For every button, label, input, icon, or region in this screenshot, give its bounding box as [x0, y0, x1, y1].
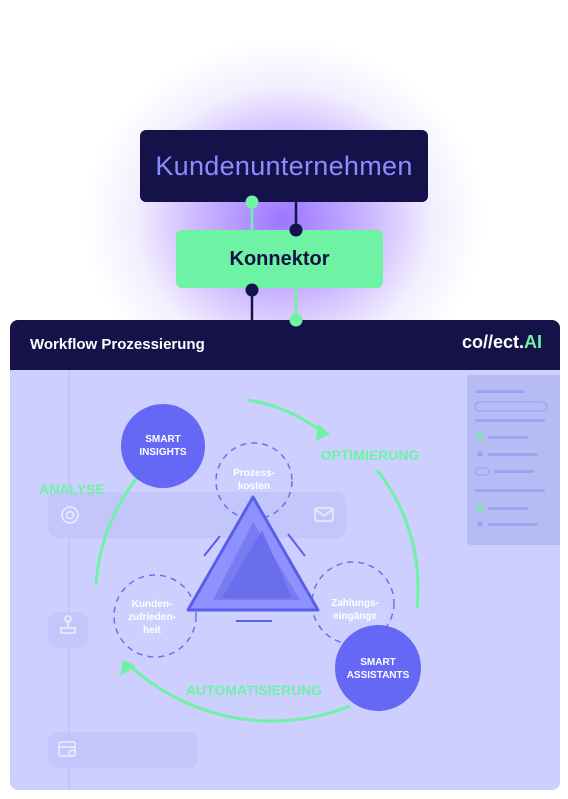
smart-assistants-label-2: ASSISTANTS [347, 670, 410, 681]
navy-node-top [289, 223, 303, 237]
cycle-arc-right [375, 469, 420, 609]
panel-title: Workflow Prozessierung [30, 336, 205, 353]
connector-box: Konnektor [176, 230, 383, 288]
kundenzufriedenheit-label-3: heit [143, 625, 161, 636]
logo-main-text: co//ect. [461, 332, 524, 352]
green-node-top [245, 195, 259, 209]
smart-insights-label-2: INSIGHTS [139, 447, 187, 458]
prozesskosten-label-2: kosten [238, 481, 270, 492]
calendar-icon [58, 741, 76, 757]
optimierung-label: OPTIMIERUNG [321, 447, 420, 463]
panel-header: Workflow Prozessierung co//ect.AI [10, 320, 560, 370]
automatisierung-label: AUTOMATISIERUNG [186, 682, 322, 698]
collect-ai-logo: co//ect.AI [462, 332, 542, 353]
analyse-label: ANALYSE [39, 481, 105, 497]
zahlungseingaenge-label-1: Zahlungs- [331, 598, 379, 609]
cycle-arc-top [247, 398, 323, 434]
double-arrow-left [203, 535, 221, 557]
stamp-icon [60, 615, 76, 634]
triangle-core [222, 530, 292, 598]
customer-company-label: Kundenunternehmen [155, 150, 413, 181]
smart-insights-circle [121, 404, 205, 488]
process-triangle [186, 495, 320, 612]
faded-email-row [48, 492, 346, 538]
arrowhead-automatisierung [120, 660, 136, 676]
kundenzufriedenheit-dashed-circle [113, 574, 197, 658]
side-card-lines [474, 390, 548, 527]
double-arrow-right [287, 533, 306, 557]
smart-assistants-circle [335, 625, 421, 711]
mail-icon [314, 507, 334, 522]
smart-insights-label-1: SMART [145, 434, 181, 445]
at-icon [61, 506, 79, 524]
kundenzufriedenheit-label-2: zufrieden- [128, 612, 176, 623]
arrowhead-optimierung [316, 424, 330, 441]
connector-label: Konnektor [229, 247, 330, 270]
green-node-bottom [289, 313, 303, 327]
zahlungseingaenge-label-2: eingänge [333, 611, 377, 622]
settings-side-card [467, 375, 560, 545]
faded-stamp-row [48, 612, 88, 648]
triangle-double-arrows [203, 533, 306, 622]
workflow-panel: Workflow Prozessierung co//ect.AI [10, 320, 560, 790]
customer-company-box: Kundenunternehmen [140, 130, 428, 202]
navy-node-bottom [245, 283, 259, 297]
logo-accent-text: AI [524, 332, 542, 352]
prozesskosten-label-1: Prozess- [233, 468, 275, 479]
cycle-arc-bottom [124, 660, 351, 723]
kundenzufriedenheit-label-1: Kunden- [132, 599, 173, 610]
zahlungseingaenge-dashed-circle [311, 561, 395, 645]
faded-timeline-line [68, 370, 70, 790]
smart-assistants-label-1: SMART [360, 657, 396, 668]
